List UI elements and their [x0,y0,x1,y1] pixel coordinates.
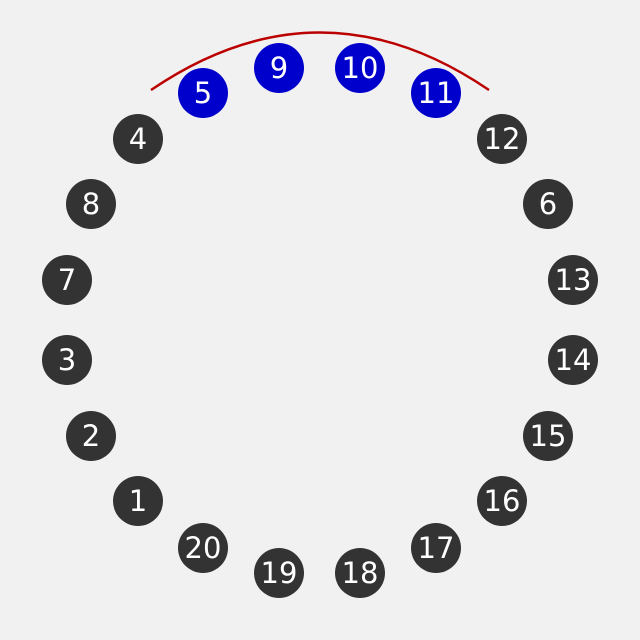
number-token[interactable]: 6 [523,179,573,229]
number-token[interactable]: 20 [178,523,228,573]
number-token[interactable]: 16 [477,476,527,526]
number-token[interactable]: 10 [335,43,385,93]
number-token[interactable]: 9 [254,43,304,93]
number-token[interactable]: 1 [113,476,163,526]
number-token[interactable]: 13 [548,255,598,305]
number-token[interactable]: 4 [113,114,163,164]
number-token[interactable]: 11 [411,68,461,118]
number-token[interactable]: 17 [411,523,461,573]
number-token[interactable]: 8 [66,179,116,229]
number-token[interactable]: 14 [548,335,598,385]
number-token[interactable]: 15 [523,411,573,461]
number-token[interactable]: 19 [254,548,304,598]
number-token[interactable]: 12 [477,114,527,164]
number-token[interactable]: 7 [42,255,92,305]
number-token[interactable]: 5 [178,68,228,118]
number-token[interactable]: 2 [66,411,116,461]
number-token[interactable]: 3 [42,335,92,385]
number-token[interactable]: 18 [335,548,385,598]
